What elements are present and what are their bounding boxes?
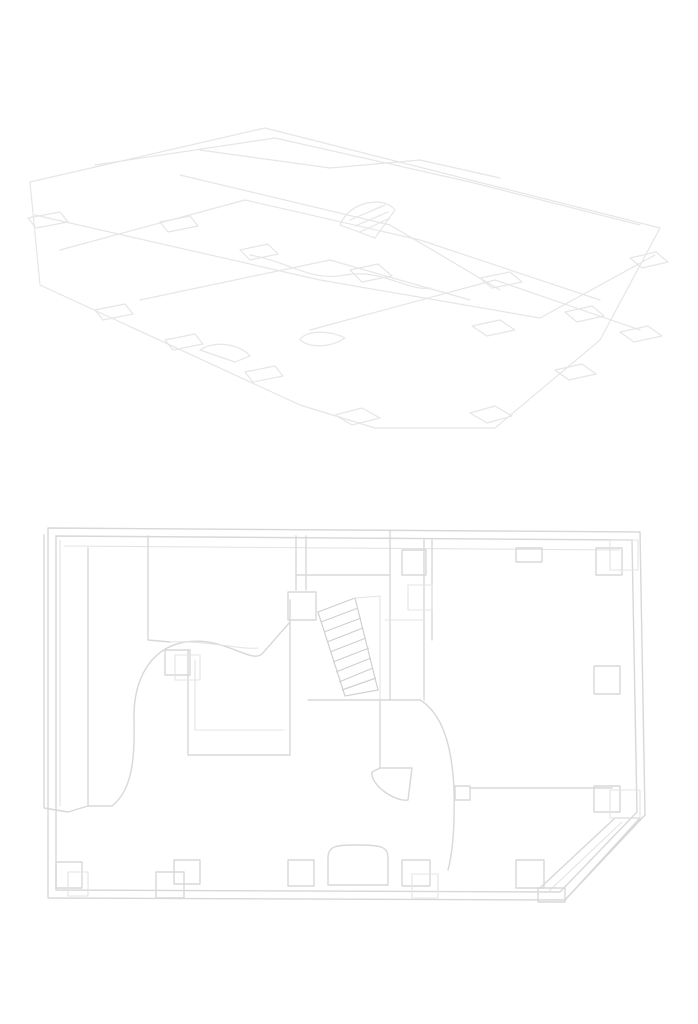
iso-inner-edge-3 [59, 199, 601, 301]
plan-pillar-corridor [401, 549, 427, 576]
floor-plan [43, 527, 646, 903]
plan-pillar-bottom-1b [67, 871, 89, 897]
plan-central-room [187, 599, 291, 756]
iso-inner-edge-1 [94, 137, 641, 226]
plan-pillar-right-1b [609, 539, 639, 571]
plan-pillar-bottom-3 [173, 859, 201, 885]
iso-inner-edge-5 [309, 279, 641, 331]
plan-top-wall-line [63, 545, 621, 551]
iso-pillar-11 [619, 325, 663, 343]
iso-pillar-12 [629, 251, 669, 269]
iso-pillar-7 [334, 407, 381, 426]
plan-central-room-inner [194, 659, 285, 731]
plan-left-wall [43, 534, 89, 813]
plan-pillar-corridor-2 [407, 584, 433, 611]
plan-teardrop-wall [371, 699, 413, 801]
iso-pillar-16 [479, 271, 523, 289]
plan-pillar-bottom-6 [515, 859, 545, 889]
plan-pillar-bottom-5b [411, 873, 439, 899]
iso-pillar-9 [471, 319, 516, 337]
plan-room-left [147, 535, 171, 643]
plan-curved-wall-right [419, 699, 455, 871]
iso-inner-edge-6 [139, 259, 471, 301]
plan-pillar-top-right [515, 547, 543, 563]
iso-pillar-5 [199, 343, 251, 363]
iso-pillar-13 [564, 305, 605, 323]
iso-stair [339, 201, 396, 239]
plan-staircase [317, 595, 381, 701]
iso-pillar-6 [244, 365, 284, 383]
iso-pillar-8 [469, 405, 513, 424]
iso-pillar-14 [239, 243, 279, 261]
plan-outer-wall [47, 527, 646, 901]
isometric-floor-plan [27, 127, 669, 429]
plan-curved-wall-left-2 [169, 641, 259, 649]
iso-slab-outline [29, 127, 661, 429]
plan-outer-wall-inner [55, 535, 638, 893]
iso-pillar-2 [159, 215, 199, 233]
plan-pillar-right-1 [595, 547, 623, 576]
iso-pillar-1 [27, 211, 69, 229]
plan-pillar-right-3 [593, 785, 621, 813]
iso-pillar-3 [94, 303, 134, 321]
plan-pillar-central [287, 591, 317, 621]
iso-inner-edge-2 [34, 214, 656, 319]
plan-rounded-block [327, 844, 389, 886]
plan-pillar-bottom-1 [55, 861, 83, 889]
plan-diagonal-corner-2 [547, 821, 623, 893]
iso-pillar-15 [349, 263, 393, 283]
plan-pillar-bottom-7 [537, 887, 566, 903]
iso-pillar-10 [554, 363, 597, 381]
iso-inner-edge-7 [199, 149, 501, 179]
iso-pillar-4 [164, 333, 204, 351]
iso-curved-wall-2 [299, 331, 346, 347]
iso-inner-edge-4 [179, 174, 501, 291]
plan-pillar-bottom-4 [287, 859, 315, 887]
plan-pillar-bottom-2 [155, 871, 185, 899]
plan-pillar-left-room [164, 649, 191, 676]
plan-pillar-right-2 [593, 665, 621, 695]
plan-pillar-left-room-2 [174, 654, 201, 681]
plan-pillar-right-partition [454, 785, 471, 801]
iso-curved-wall [249, 254, 431, 290]
plan-pillar-bottom-5 [401, 859, 431, 887]
plan-pillar-right-3b [609, 789, 641, 819]
plan-curved-wall-left [87, 621, 291, 807]
